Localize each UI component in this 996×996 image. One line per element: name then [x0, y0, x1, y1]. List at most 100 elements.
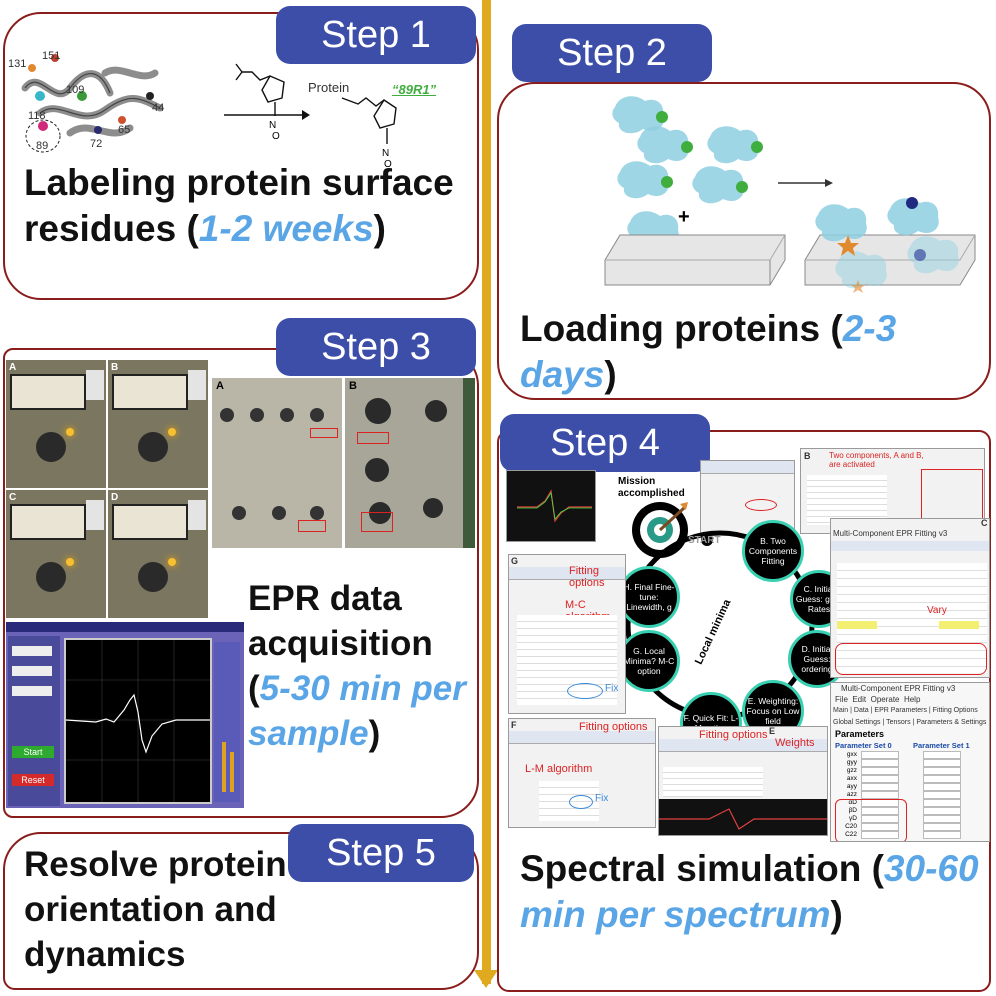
param-input[interactable] [861, 815, 899, 823]
tab-data[interactable]: Data [853, 707, 869, 714]
subtab-params-settings[interactable]: Parameters & Settings [916, 719, 987, 726]
param-input[interactable] [923, 775, 961, 783]
photo-letter-a: A [9, 362, 17, 373]
fitting-options-window-g: G Fitting options M-C algorithm Fix [508, 554, 626, 714]
spin-label-reagent: N O [235, 63, 285, 140]
param-input[interactable] [861, 831, 899, 839]
parameters-title: Parameters [835, 729, 885, 739]
spectrometer-letter-b: B [349, 380, 357, 392]
param-input[interactable] [923, 807, 961, 815]
step4-tab: Step 4 [500, 414, 710, 472]
console-start-button[interactable]: Start [12, 746, 54, 758]
subtab-tensors[interactable]: Tensors [886, 719, 911, 726]
param-row-4: ayy [835, 783, 985, 791]
spectrometer-photo-b [345, 378, 475, 548]
f-fitting-options: Fitting options [579, 721, 648, 733]
console-reset-button[interactable]: Reset [12, 774, 54, 786]
timeline-divider [482, 0, 491, 984]
param-set-1: Parameter Set 1 [913, 741, 970, 750]
param-input[interactable] [923, 815, 961, 823]
param-input[interactable] [923, 823, 961, 831]
labeled-protein-structure: N O [341, 97, 397, 168]
menu-file[interactable]: File [835, 695, 848, 704]
menu-operate[interactable]: Operate [870, 695, 900, 704]
param-input[interactable] [861, 783, 899, 791]
step1-caption-end: ) [373, 208, 386, 249]
photo-letter-d: D [111, 492, 119, 503]
param-name: βD [848, 807, 857, 814]
cycle-node-g: G. Local Minima? M-C option [618, 630, 680, 692]
residue-118: 118 [28, 110, 46, 122]
step3-caption: EPR data acquisition (5-30 min per sampl… [248, 576, 474, 756]
step2-caption: Loading proteins (2-3 days) [520, 306, 980, 398]
param-input[interactable] [861, 759, 899, 767]
menu-help[interactable]: Help [903, 695, 921, 704]
param-name: C20 [845, 823, 857, 830]
meter-photo-b [108, 360, 208, 488]
d-window-title: Multi-Component EPR Fitting v3 [841, 684, 956, 693]
cycle-node-b: B. Two Components Fitting [742, 520, 804, 582]
param-name: αD [848, 799, 857, 806]
param-input[interactable] [861, 775, 899, 783]
param-row-5: azz [835, 791, 985, 799]
menu-edit[interactable]: Edit [852, 695, 867, 704]
param-name: C22 [845, 831, 857, 838]
letter-g: G [511, 556, 519, 566]
step3-caption-end: ) [368, 714, 381, 753]
param-input[interactable] [861, 767, 899, 775]
tab-fitting-options[interactable]: Fitting Options [932, 707, 978, 714]
param-set-0: Parameter Set 0 [835, 741, 892, 750]
param-input[interactable] [923, 783, 961, 791]
spin-label-name: “89R1” [392, 82, 437, 97]
param-name: ayy [846, 783, 857, 790]
param-input[interactable] [923, 767, 961, 775]
step4-caption-end: ) [830, 894, 843, 935]
step2-duration: 2-3 days [520, 308, 897, 395]
residue-65: 65 [118, 124, 131, 136]
param-input[interactable] [861, 791, 899, 799]
param-input[interactable] [861, 823, 899, 831]
c-window-title: Multi-Component EPR Fitting v3 [833, 529, 948, 538]
residue-131: 131 [8, 58, 27, 70]
f-fix-label: Fix [595, 793, 609, 804]
param-input[interactable] [923, 751, 961, 759]
param-name: azz [846, 791, 857, 798]
parameters-window-d: D Multi-Component EPR Fitting v3 File Ed… [830, 682, 990, 842]
plus-sign: + [678, 206, 690, 228]
svg-text:N: N [269, 120, 276, 131]
param-input[interactable] [923, 831, 961, 839]
photo-letter-c: C [9, 492, 17, 503]
spectrum-thumbnail [506, 470, 596, 542]
step4-caption: Spectral simulation (30-60 min per spect… [520, 846, 982, 938]
param-input[interactable] [923, 799, 961, 807]
param-input[interactable] [923, 791, 961, 799]
residue-72: 72 [90, 138, 103, 150]
start-label: START [688, 535, 721, 546]
param-row-2: gzz [835, 767, 985, 775]
epr-spectrum-trace [66, 640, 210, 802]
step1-tab: Step 1 [276, 6, 476, 64]
param-input[interactable] [923, 759, 961, 767]
meter-photo-d [108, 490, 208, 618]
e-weights: Weights [775, 737, 815, 749]
subtab-global-settings[interactable]: Global Settings [833, 719, 881, 726]
letter-e: E [769, 726, 776, 736]
param-row-1: gyy [835, 759, 985, 767]
param-name: γD [849, 815, 857, 822]
residue-109: 109 [66, 84, 85, 96]
protein-loading-illustration [604, 96, 976, 293]
tab-epr-parameters[interactable]: EPR Parameters [874, 707, 927, 714]
svg-text:O: O [272, 131, 280, 140]
vary-label: Vary [927, 605, 947, 616]
timeline-arrow [474, 970, 498, 988]
step3-caption-text: EPR data acquisition ( [248, 579, 433, 708]
fitting-options-window-f: F Fitting options L-M algorithm Fix [508, 718, 656, 828]
f-lm-algorithm: L-M algorithm [525, 763, 593, 775]
tab-main[interactable]: Main [833, 707, 849, 714]
step1-duration: 1-2 weeks [198, 208, 374, 249]
param-input[interactable] [861, 751, 899, 759]
param-input[interactable] [861, 807, 899, 815]
step3-tab: Step 3 [276, 318, 476, 376]
step2-caption-text: Loading proteins ( [520, 308, 843, 349]
